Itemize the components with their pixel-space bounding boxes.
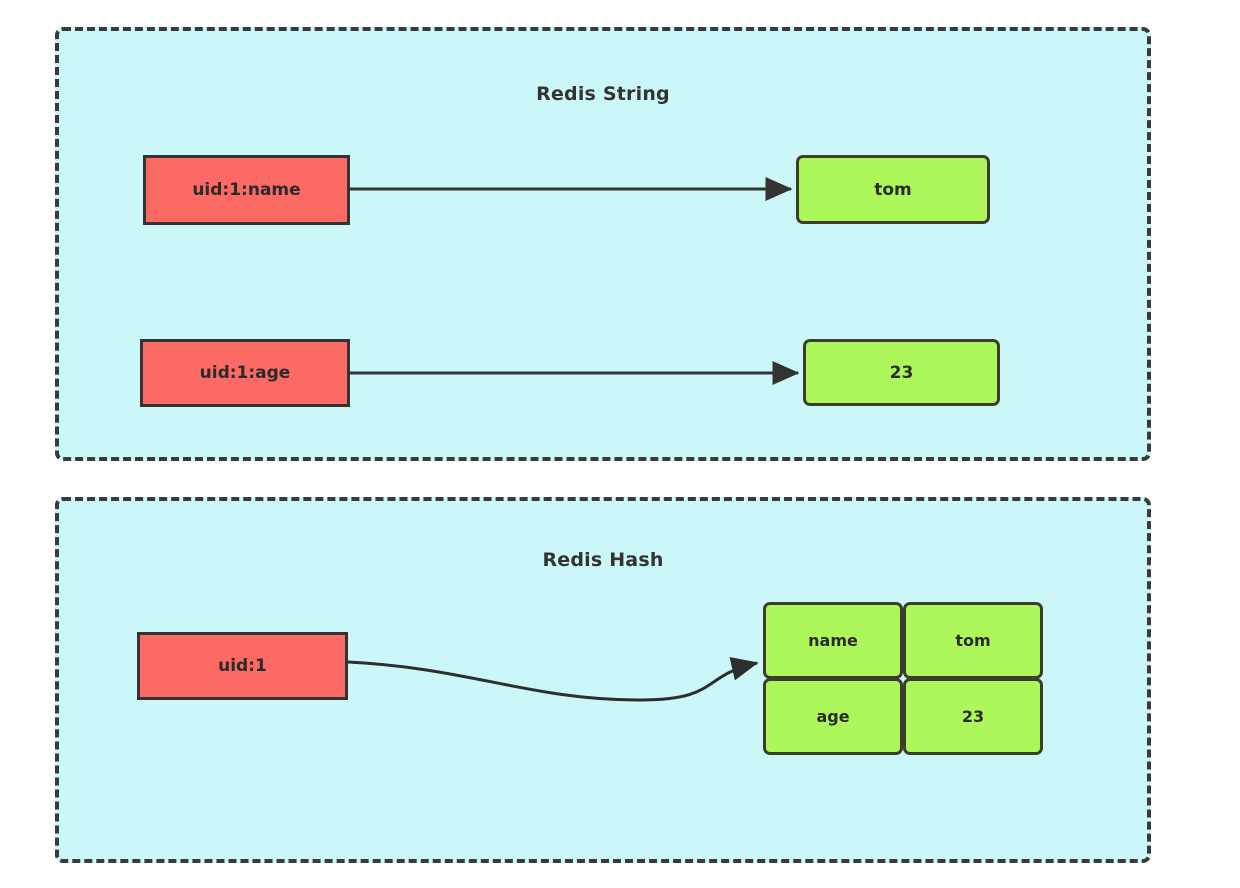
value-box-tom: tom (796, 155, 990, 224)
key-box-uid-1-name: uid:1:name (143, 155, 350, 225)
hash-cell-value-name: tom (903, 602, 1043, 679)
value-box-23: 23 (803, 339, 1000, 406)
panel-redis-hash-title: Redis Hash (542, 549, 664, 571)
hash-table: name tom age 23 (763, 602, 1043, 755)
panel-redis-string-title: Redis String (536, 83, 670, 105)
hash-cell-field-age: age (763, 678, 903, 755)
hash-cell-value-age: 23 (903, 678, 1043, 755)
key-box-uid-1: uid:1 (137, 632, 348, 700)
key-box-uid-1-age: uid:1:age (140, 339, 350, 407)
hash-cell-field-name: name (763, 602, 903, 679)
